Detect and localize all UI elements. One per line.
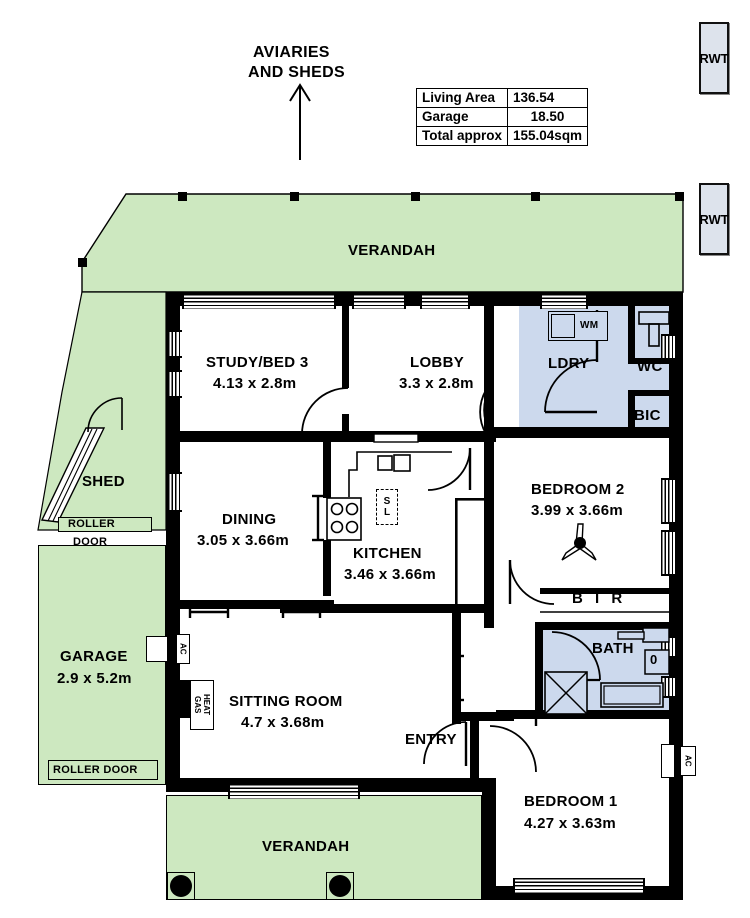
ac-unit-bedroom1: AC	[680, 746, 696, 776]
window-study-left-a	[168, 330, 182, 358]
gas-heater-label1: GAS	[193, 696, 202, 714]
roller-door-shed-label1: ROLLER	[68, 518, 116, 530]
verandah-bottom-label: VERANDAH	[262, 838, 350, 855]
table-row: Total approx 155.04sqm	[415, 126, 589, 146]
window-bed2-right-b	[661, 530, 675, 576]
ac-dining-label: AC	[178, 643, 188, 655]
bedroom-2-dimensions: 3.99 x 3.66m	[531, 502, 624, 519]
window-bed2-right-a	[661, 478, 675, 524]
window-study	[182, 294, 336, 309]
ac-bedroom1-mount	[661, 744, 675, 778]
area-value-living: 136.54	[507, 88, 589, 108]
toilet-marker: 0	[650, 652, 658, 667]
garage-meter-box	[146, 636, 168, 662]
kitchen-dimensions: 3.46 x 3.66m	[344, 566, 437, 583]
gas-heater: GAS HEAT	[190, 680, 214, 730]
window-bed1-bottom	[513, 878, 645, 893]
rain-water-tank-upper: RWT	[699, 22, 729, 94]
area-label-living: Living Area	[415, 88, 509, 108]
entry-label: ENTRY	[405, 731, 457, 748]
window-bath-right-b	[661, 676, 675, 698]
kitchen-label: KITCHEN	[353, 545, 422, 562]
garage-area	[38, 545, 166, 785]
bedroom-1-dimensions: 4.27 x 3.63m	[524, 815, 617, 832]
garage-label: GARAGE	[60, 648, 128, 665]
table-row: Living Area 136.54	[415, 88, 589, 108]
skylight-marker: S L	[376, 489, 398, 525]
lobby-dimensions: 3.3 x 2.8m	[399, 375, 474, 392]
ac-bed1-label: AC	[683, 755, 693, 767]
rwt-label: RWT	[699, 50, 729, 66]
sitting-room-dimensions: 4.7 x 3.68m	[241, 714, 325, 731]
laundry-trough-icon	[551, 314, 575, 338]
area-value-total: 155.04sqm	[507, 126, 589, 146]
skylight-label-s: S	[383, 496, 391, 507]
bic-label: BIC	[634, 407, 661, 424]
dining-dimensions: 3.05 x 3.66m	[197, 532, 290, 549]
lobby-label: LOBBY	[410, 354, 464, 371]
roller-door-garage-label: ROLLER DOOR	[53, 764, 138, 776]
laundry-label: LDRY	[548, 355, 590, 372]
window-lobby-b	[420, 294, 470, 309]
table-row: Garage 18.50	[415, 107, 589, 127]
bedroom-2-label: BEDROOM 2	[531, 481, 625, 498]
window-wc-right	[661, 334, 675, 360]
sitting-room-label: SITTING ROOM	[229, 693, 343, 710]
roller-door-garage	[48, 760, 158, 780]
rwt-label: RWT	[699, 211, 729, 227]
shed-label: SHED	[82, 473, 125, 490]
wc-label: WC	[637, 358, 663, 375]
dining-label: DINING	[222, 511, 277, 528]
area-summary-table: Living Area 136.54 Garage 18.50 Total ap…	[415, 88, 589, 146]
window-sitting-bottom	[228, 784, 360, 799]
area-label-garage: Garage	[415, 107, 509, 127]
area-value-garage: 18.50	[507, 107, 589, 127]
built-in-robe-label: B I R	[572, 590, 627, 607]
aviaries-note-line1: AVIARIES	[253, 44, 330, 61]
rain-water-tank-lower: RWT	[699, 183, 729, 255]
skylight-label-l: L	[383, 507, 391, 518]
ac-unit-dining: AC	[176, 634, 190, 664]
study-bed-3-label: STUDY/BED 3	[206, 354, 309, 371]
area-label-total: Total approx	[415, 126, 509, 146]
verandah-post-left-icon	[170, 875, 192, 897]
study-bed-3-dimensions: 4.13 x 2.8m	[213, 375, 297, 392]
garage-dimensions: 2.9 x 5.2m	[57, 670, 132, 687]
window-study-left-b	[168, 370, 182, 398]
verandah-top-label: VERANDAH	[348, 242, 436, 259]
bath-label: BATH	[592, 640, 634, 657]
bedroom-1-label: BEDROOM 1	[524, 793, 618, 810]
washing-machine-label: WM	[580, 320, 599, 331]
window-dining-left	[168, 472, 182, 512]
window-laundry	[540, 294, 588, 309]
verandah-post-right-icon	[329, 875, 351, 897]
roller-door-shed	[58, 517, 152, 532]
window-lobby-a	[352, 294, 406, 309]
aviaries-note-line2: AND SHEDS	[248, 64, 345, 81]
gas-heater-label2: HEAT	[202, 694, 211, 716]
window-bath-right-a	[661, 636, 675, 658]
